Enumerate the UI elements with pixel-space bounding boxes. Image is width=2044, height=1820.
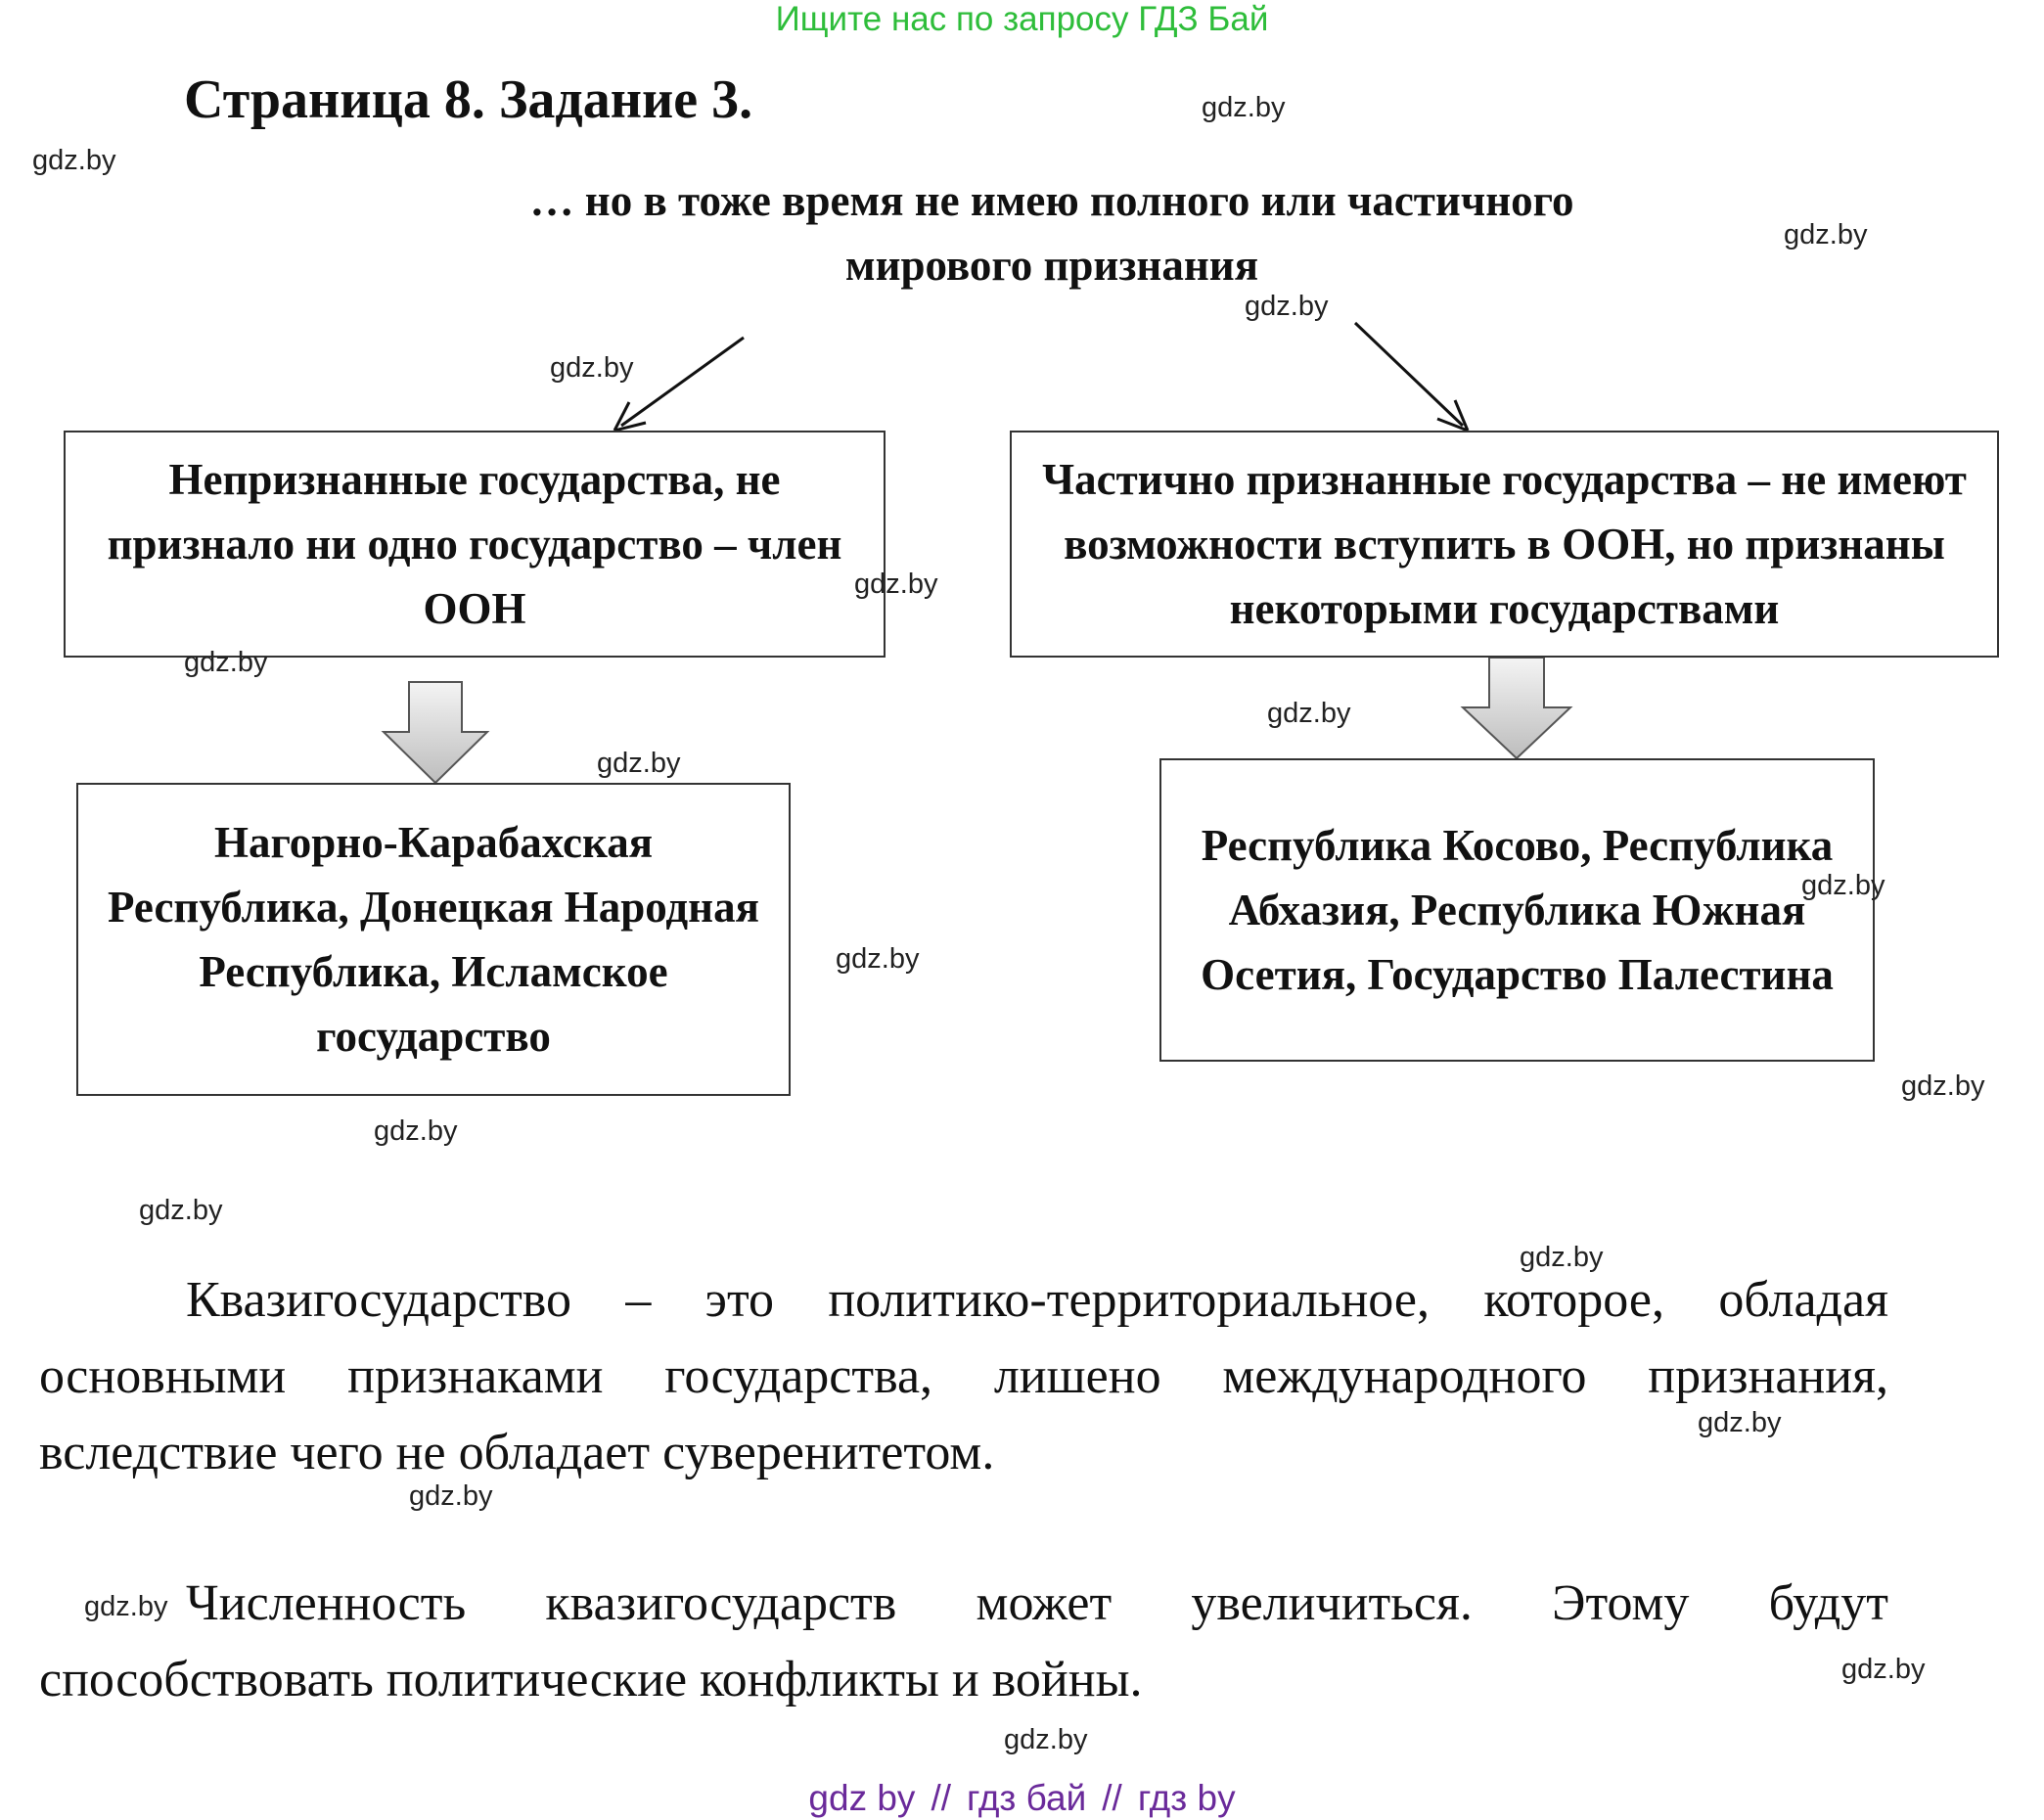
- footer-link-gdz-by-ru[interactable]: гдз by: [1137, 1778, 1236, 1818]
- watermark: gdz.by: [374, 1115, 458, 1147]
- watermark: gdz.by: [1901, 1070, 1985, 1102]
- partially-recognized-examples-text: Республика Косово, Республика Абхазия, Р…: [1201, 821, 1834, 999]
- watermark: gdz.by: [409, 1480, 493, 1512]
- watermark: gdz.by: [184, 647, 268, 678]
- diagram-root-text: … но в тоже время не имею полного или ча…: [529, 176, 1574, 290]
- watermark: gdz.by: [1698, 1407, 1782, 1438]
- watermark: gdz.by: [1004, 1724, 1088, 1755]
- watermark: gdz.by: [1784, 219, 1868, 250]
- arrow-to-partially-recognized: [1353, 321, 1470, 432]
- watermark: gdz.by: [1267, 698, 1351, 729]
- footer-link-gdz-by[interactable]: gdz by: [808, 1778, 916, 1818]
- block-arrow-right: [1460, 657, 1573, 760]
- arrow-to-unrecognized: [613, 336, 745, 432]
- watermark: gdz.by: [1245, 291, 1329, 322]
- partially-recognized-states-text: Частично признанные государства – не име…: [1042, 455, 1967, 633]
- unrecognized-examples-text: Нагорно-Карабахская Республика, Донецкая…: [108, 818, 759, 1061]
- watermark: gdz.by: [139, 1195, 223, 1226]
- watermark: gdz.by: [854, 569, 938, 600]
- partially-recognized-examples-box: Республика Косово, Республика Абхазия, Р…: [1159, 758, 1875, 1062]
- block-arrow-left: [381, 681, 490, 785]
- unrecognized-states-box: Непризнанные государства, не признало ни…: [64, 431, 886, 658]
- unrecognized-states-text: Непризнанные государства, не признало ни…: [107, 455, 842, 633]
- watermark: gdz.by: [550, 352, 634, 384]
- footer-separator: //: [931, 1778, 951, 1818]
- definition-paragraph: Квазигосударство – это политико-территор…: [39, 1272, 1888, 1480]
- watermark: gdz.by: [1841, 1654, 1926, 1685]
- conclusion-paragraph: Численность квазигосударств может увелич…: [39, 1575, 1888, 1707]
- watermark: gdz.by: [32, 145, 116, 176]
- footer-separator: //: [1102, 1778, 1122, 1818]
- watermark: gdz.by: [836, 943, 920, 975]
- search-banner: Ищите нас по запросу ГДЗ Бай: [775, 0, 1269, 38]
- unrecognized-examples-box: Нагорно-Карабахская Республика, Донецкая…: [76, 783, 791, 1096]
- watermark: gdz.by: [84, 1591, 168, 1622]
- watermark: gdz.by: [1801, 870, 1885, 901]
- watermark: gdz.by: [597, 748, 681, 779]
- watermark: gdz.by: [1520, 1242, 1604, 1273]
- partially-recognized-states-box: Частично признанные государства – не име…: [1010, 431, 1999, 658]
- watermark: gdz.by: [1202, 92, 1286, 123]
- page-title: Страница 8. Задание 3.: [184, 69, 753, 130]
- footer-links: gdz by // гдз бай // гдз by: [0, 1778, 2044, 1819]
- footer-link-gdz-bai[interactable]: гдз бай: [967, 1778, 1087, 1818]
